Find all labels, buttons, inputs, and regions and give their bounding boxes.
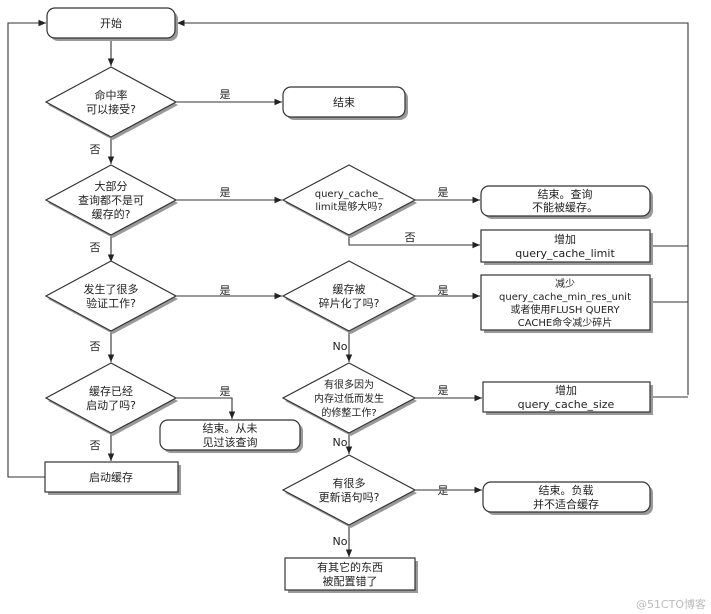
decision-cache-started: 缓存已经 启动了吗? — [44, 362, 178, 436]
node-text: 的修整工作? — [321, 406, 376, 419]
node-text: 有其它的东西 — [317, 560, 383, 574]
start-cache-node: 启动缓存 — [44, 461, 181, 495]
node-text: 碎片化了吗? — [319, 296, 380, 310]
node-text: 启动了吗? — [86, 399, 136, 412]
decision-fragmented: 缓存被 碎片化了吗? — [281, 260, 417, 334]
node-text: 结束。负载 — [539, 483, 594, 497]
edge-label-no: 否 — [90, 340, 101, 353]
edge-label-no-en: No — [333, 436, 348, 449]
node-text: query_cache_min_res_unit — [499, 292, 631, 303]
reduce-min-res-node: 减少 query_cache_min_res_unit 或者使用FLUSH QU… — [480, 274, 653, 333]
start-node: 开始 — [46, 7, 178, 41]
node-text: 被配置错了 — [323, 574, 378, 588]
node-text: 增加 — [554, 232, 576, 246]
node-text: 缓存的? — [92, 207, 131, 221]
edge-label-yes: 是 — [220, 385, 231, 398]
node-text: query_cache_ — [315, 189, 384, 200]
node-text: query_cache_size — [518, 398, 615, 411]
edge-label-yes: 是 — [438, 484, 449, 497]
node-text: 结束 — [333, 96, 355, 109]
edge-label-yes: 是 — [438, 384, 449, 397]
decision-invalidation: 发生了很多 验证工作? — [44, 260, 178, 334]
node-text: 开始 — [100, 16, 122, 30]
decision-low-memory-prunes: 有很多因为 内存过低而发生 的修整工作? — [281, 362, 417, 436]
edge-label-no-en: No — [333, 340, 348, 353]
node-text: 有很多 — [333, 476, 366, 490]
edge-label-no: 否 — [90, 439, 101, 452]
decision-limit-large: query_cache_ limit是够大吗? — [281, 164, 417, 238]
node-text: 命中率 — [95, 88, 128, 102]
misconfigured-node: 有其它的东西 被配置错了 — [284, 557, 418, 593]
edge-label-yes: 是 — [220, 186, 231, 199]
decision-many-updates: 有很多 更新语句吗? — [281, 454, 417, 528]
node-text: 有很多因为 — [324, 378, 374, 391]
node-text: 不能被缓存。 — [532, 200, 598, 214]
node-text: 缓存已经 — [89, 384, 133, 398]
edge-label-no-en: No — [333, 535, 348, 548]
node-text: query_cache_limit — [515, 247, 615, 260]
node-text: 内存过低而发生 — [314, 392, 384, 405]
node-text: 结束。查询 — [538, 187, 593, 201]
node-text: 启动缓存 — [89, 470, 133, 484]
end-ok-node: 结束 — [282, 86, 408, 120]
node-text: 并不适合缓存 — [533, 497, 599, 511]
node-text: 或者使用FLUSH QUERY — [510, 303, 620, 316]
node-text: 减少 — [555, 278, 575, 290]
edge-label-yes: 是 — [220, 88, 231, 101]
decision-hit-rate: 命中率 可以接受? — [44, 66, 178, 140]
node-text: 发生了很多 — [84, 282, 139, 296]
connectors — [7, 19, 689, 557]
node-text: 增加 — [555, 383, 577, 397]
edge-label-yes: 是 — [438, 186, 449, 199]
node-text: 大部分 — [95, 179, 128, 193]
node-text: 验证工作? — [86, 296, 136, 310]
increase-size-node: 增加 query_cache_size — [482, 381, 653, 415]
edge-label-no: 否 — [90, 241, 101, 254]
edge-label-no: 否 — [90, 143, 101, 156]
node-text: 缓存被 — [333, 282, 366, 296]
node-text: 结束。从未 — [203, 422, 258, 435]
node-text: limit是够大吗? — [315, 200, 382, 213]
node-text: 更新语句吗? — [319, 490, 380, 504]
node-text: 查询都不是可 — [78, 193, 144, 207]
watermark: @51CTO博客 — [636, 597, 706, 611]
end-workload-node: 结束。负载 并不适合缓存 — [482, 481, 653, 515]
edge-labels: 是 否 是 是 否 否 是 是 否 No 是 是 否 No 是 No — [90, 88, 449, 548]
decision-mostly-uncacheable: 大部分 查询都不是可 缓存的? — [44, 164, 178, 238]
node-text: CACHE命令减少碎片 — [518, 316, 612, 329]
edge-label-yes: 是 — [438, 284, 449, 297]
end-never-seen-node: 结束。从未 见过该查询 — [159, 419, 303, 453]
increase-limit-node: 增加 query_cache_limit — [480, 229, 653, 265]
node-text: 可以接受? — [86, 103, 136, 116]
node-text: 见过该查询 — [203, 435, 258, 449]
edge-label-no: 否 — [405, 231, 416, 244]
edge-label-yes: 是 — [220, 284, 231, 297]
end-uncacheable-node: 结束。查询 不能被缓存。 — [480, 185, 653, 219]
